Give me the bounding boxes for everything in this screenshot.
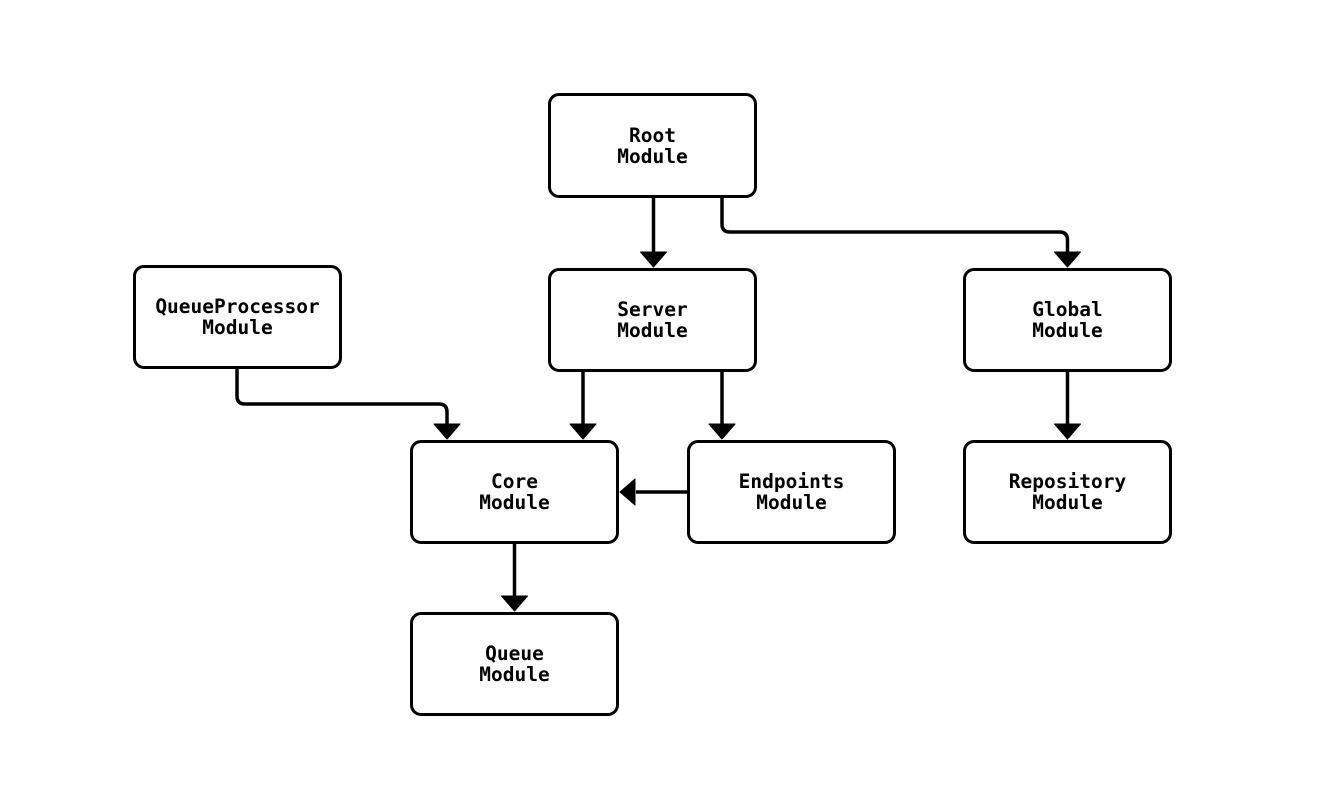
arrowhead-root-global	[1054, 251, 1081, 268]
arrowhead-root-server	[640, 251, 667, 268]
arrowhead-queueprocessor-core	[433, 423, 461, 440]
node-core-module: Core Module	[410, 440, 619, 544]
node-core-module-label: Core Module	[479, 470, 550, 514]
node-endpoints-module-label: Endpoints Module	[738, 470, 845, 514]
node-global-module: Global Module	[963, 268, 1172, 372]
edge-queueprocessor-core	[235, 368, 449, 426]
node-server-module-label: Server Module	[617, 298, 688, 342]
arrowhead-server-core	[569, 423, 597, 440]
node-queueprocessor-module: QueueProcessor Module	[133, 265, 342, 369]
node-repository-module-label: Repository Module	[1008, 470, 1127, 514]
arrowhead-global-repository	[1054, 423, 1081, 440]
node-repository-module: Repository Module	[963, 440, 1172, 544]
node-queue-module-label: Queue Module	[479, 642, 550, 686]
arrowhead-server-endpoints	[708, 423, 736, 440]
node-server-module: Server Module	[548, 268, 757, 372]
node-root-module: Root Module	[548, 93, 757, 198]
node-endpoints-module: Endpoints Module	[687, 440, 896, 544]
node-root-module-label: Root Module	[617, 123, 688, 168]
node-queue-module: Queue Module	[410, 612, 619, 716]
edge-root-global	[720, 197, 1070, 254]
arrowhead-endpoints-core	[619, 478, 636, 506]
node-queueprocessor-module-label: QueueProcessor Module	[155, 295, 320, 339]
node-global-module-label: Global Module	[1032, 298, 1103, 342]
arrowhead-core-queue	[501, 595, 528, 612]
